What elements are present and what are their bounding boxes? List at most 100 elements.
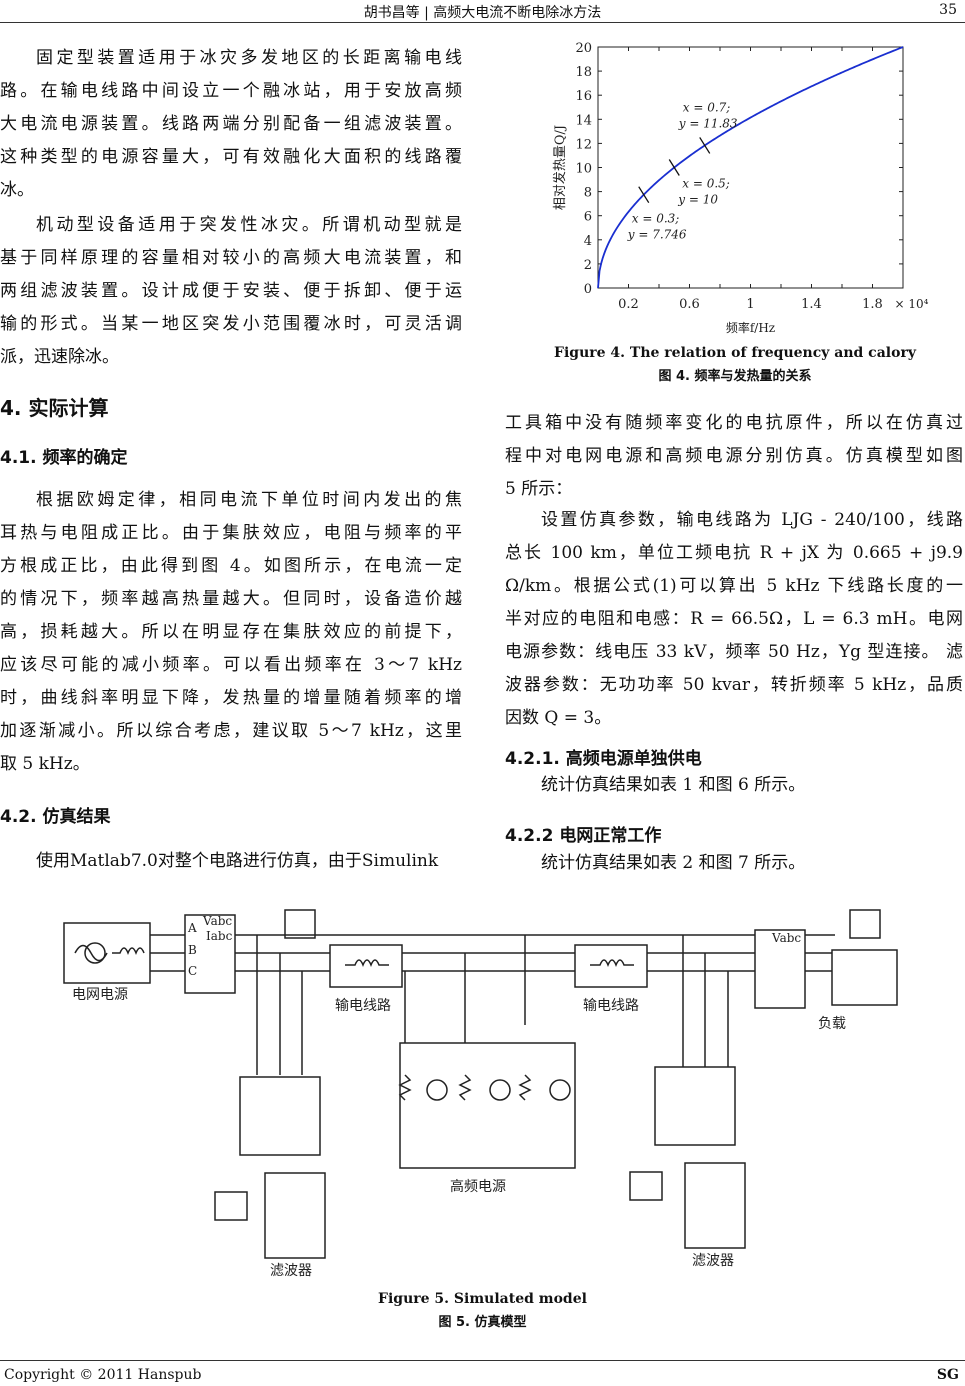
grid-source-block: 电网电源 [63, 922, 151, 1003]
copyright: Copyright © 2011 Hanspub [4, 1367, 202, 1383]
measurement-block-3 [239, 1076, 321, 1156]
text-line: 耳热与电阻成正比。由于集肤效应，电阻与频率的平 [0, 523, 462, 543]
header-title: 胡书昌等 | 高频大电流不断电除冰方法 [363, 5, 602, 21]
scope-icon-3 [214, 1191, 248, 1221]
text-line: 高，损耗越大。所以在明显存在集肤效应的前提下， [0, 622, 462, 642]
transmission-line-label-2: 输电线路 [583, 998, 639, 1014]
annotation-x: x = 0.3; [632, 212, 680, 226]
journal-code: SG [936, 1367, 959, 1383]
text-line: 机动型设备适用于突发性冰灾。所谓机动型就是 [36, 215, 462, 235]
x-multiplier: × 10⁴ [895, 297, 929, 311]
annotation-marker [699, 137, 711, 154]
figure-4-caption-cn: 图 4. 频率与发热量的关系 [658, 369, 812, 384]
y-tick-label: 12 [575, 137, 592, 152]
filter-block-2 [684, 1162, 746, 1249]
filter-label-1: 滤波器 [270, 1263, 312, 1279]
scope-icon [284, 909, 316, 939]
simulated-model-diagram: 电网电源 A B C Vabc Iabc 输电线路 输电线路 Vabc 负载 滤… [63, 909, 898, 1279]
text-line: 派，迅速除冰。 [0, 347, 119, 367]
section-4-1-heading: 4.1. 频率的确定 [0, 448, 128, 468]
figure-5-caption-en: Figure 5. Simulated model [378, 1291, 587, 1307]
right-para-4: 统计仿真结果如表 2 和图 7 所示。 [541, 853, 806, 873]
filter-block-1 [264, 1172, 326, 1259]
transmission-line-label-1: 输电线路 [335, 998, 391, 1014]
annotation-marker [638, 186, 650, 204]
header-rule [0, 22, 965, 23]
running-header: 胡书昌等 | 高频大电流不断电除冰方法 35 [0, 0, 965, 23]
text-line: 5 所示： [505, 479, 573, 499]
text-line: 路。在输电线路中间设立一个融冰站，用于安放高频 [0, 81, 462, 101]
text-line: 程中对电网电源和高频电源分别仿真。仿真模型如图 [505, 446, 963, 466]
plot-frame [597, 46, 904, 289]
right-para-1: 工具箱中没有随频率变化的电抗原件，所以在仿真过程中对电网电源和高频电源分别仿真。… [505, 407, 963, 506]
filter-label-2: 滤波器 [692, 1253, 734, 1269]
text-line: 方根成正比，由此得到图 4。如图所示，在电流一定 [0, 556, 462, 576]
y-tick-label: 8 [584, 186, 592, 201]
text-line: 取 5 kHz。 [0, 754, 90, 774]
scope-icon-4 [629, 1171, 663, 1201]
annotation-y: y = 11.83 [678, 116, 738, 130]
y-tick-label: 20 [575, 41, 592, 56]
text-line: 两组滤波装置。设计成便于安装、便于拆卸、便于运 [0, 281, 462, 301]
figure-5-caption-cn: 图 5. 仿真模型 [438, 1315, 527, 1330]
text-line: 波器参数：无功功率 50 kvar，转折频率 5 kHz，品质 [505, 675, 963, 695]
y-tick-label: 14 [575, 113, 592, 128]
svg-text:A: A [187, 921, 197, 935]
svg-text:C: C [188, 964, 197, 978]
text-line: 半对应的电阻和电感：R = 66.5Ω，L = 6.3 mH。电网 [505, 609, 963, 629]
x-axis-label: 频率f/Hz [726, 320, 775, 335]
left-para-1: 固定型装置适用于冰灾多发地区的长距离输电线路。在输电线路中间设立一个融冰站，用于… [0, 42, 462, 207]
text-line: 应该尽可能的减小频率。可以看出频率在 3～7 kHz [0, 655, 462, 675]
text-line: 总长 100 km，单位工频电抗 R + jX 为 0.665 + j9.9 [505, 543, 963, 563]
text-line: 因数 Q = 3。 [505, 708, 612, 728]
text-line: Ω/km。根据公式(1)可以算出 5 kHz 下线路长度的一 [505, 576, 963, 596]
y-tick-label: 16 [575, 89, 592, 104]
left-para-3: 根据欧姆定律，相同电流下单位时间内发出的焦耳热与电阻成正比。由于集肤效应，电阻与… [0, 484, 462, 781]
section-4-heading: 4. 实际计算 [0, 396, 109, 420]
y-tick-label: 18 [575, 65, 592, 80]
hf-source-block: 高频电源 [398, 935, 576, 1195]
svg-text:Vabc: Vabc [771, 931, 801, 945]
y-tick-label: 4 [584, 234, 592, 249]
svg-text:Iabc: Iabc [206, 929, 233, 943]
text-line: 根据欧姆定律，相同电流下单位时间内发出的焦 [36, 490, 462, 510]
y-tick-label: 2 [584, 258, 592, 273]
section-4-2-1-heading: 4.2.1. 高频电源单独供电 [505, 749, 702, 769]
y-tick-label: 6 [584, 210, 592, 225]
text-line: 加逐渐减小。所以综合考虑，建议取 5～7 kHz，这里 [0, 721, 462, 741]
text-line: 基于同样原理的容量相对较小的高频大电流装置，和 [0, 248, 462, 268]
series-line [597, 46, 904, 289]
svg-text:Vabc: Vabc [202, 914, 232, 928]
section-4-2-2-heading: 4.2.2 电网正常工作 [505, 826, 662, 846]
y-tick-label: 10 [575, 162, 592, 177]
left-para-2: 机动型设备适用于突发性冰灾。所谓机动型就是基于同样原理的容量相对较小的高频大电流… [0, 209, 462, 374]
text-line: 输的形式。当某一地区突发小范围覆冰时，可灵活调 [0, 314, 462, 334]
hf-source-label: 高频电源 [450, 1178, 506, 1195]
text-line: 使用Matlab7.0对整个电路进行仿真，由于Simulink [36, 851, 439, 871]
annotation-x: x = 0.7; [683, 100, 731, 114]
y-tick-label: 0 [584, 282, 592, 297]
x-tick-label: 0.6 [679, 297, 700, 312]
right-para-3: 统计仿真结果如表 1 和图 6 所示。 [541, 775, 806, 795]
x-tick-label: 1 [746, 297, 754, 312]
text-line: 的情况下，频率越高热量越大。但同时，设备造价越 [0, 589, 462, 609]
scope-icon-2 [849, 909, 881, 939]
annotation-marker [668, 159, 680, 176]
load-block [831, 949, 898, 1006]
text-line: 电源参数：线电压 33 kV，频率 50 Hz，Yg 型连接。 滤 [505, 642, 963, 662]
text-line: 这种类型的电源容量大，可有效融化大面积的线路覆 [0, 147, 462, 167]
x-tick-label: 0.2 [618, 297, 639, 312]
svg-text:B: B [188, 943, 197, 957]
y-axis-label: 相对发热量Q/J [552, 125, 568, 210]
text-line: 大电流电源装置。线路两端分别配备一组滤波装置。 [0, 114, 462, 134]
text-line: 时，曲线斜率明显下降，发热量的增量随着频率的增 [0, 688, 462, 708]
grid-source-label: 电网电源 [72, 987, 128, 1003]
left-para-4: 使用Matlab7.0对整个电路进行仿真，由于Simulink [0, 845, 462, 878]
page-number: 35 [939, 2, 957, 18]
right-para-2: 设置仿真参数，输电线路为 LJG - 240/100，线路总长 100 km，单… [505, 504, 963, 735]
measurement-block-1: A B C Vabc Iabc [184, 914, 236, 994]
annotation-y: y = 7.746 [627, 228, 687, 242]
text-line: 冰。 [0, 180, 34, 200]
